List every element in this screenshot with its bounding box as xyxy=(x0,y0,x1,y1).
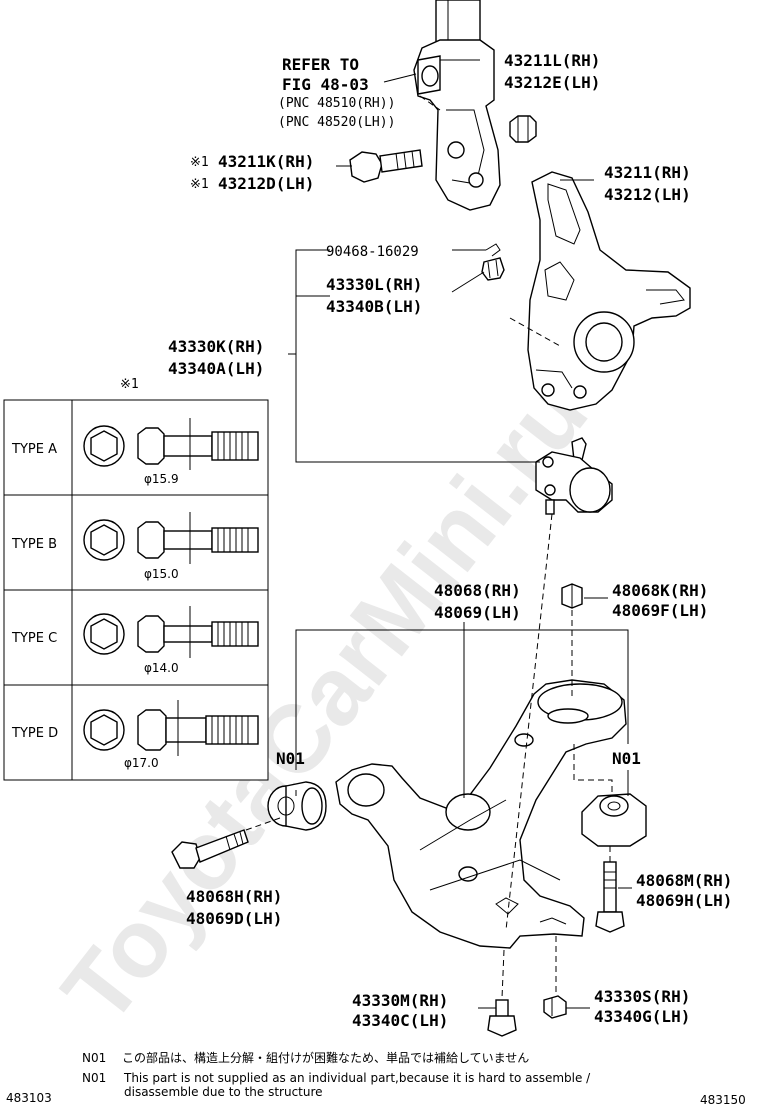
strut-nut xyxy=(509,115,537,143)
table-row: TYPE D φ17.0 xyxy=(11,700,259,770)
type-c-diameter: φ14.0 xyxy=(144,661,179,675)
bolt-top-marker-2: ※1 xyxy=(190,177,209,192)
front-bolt-rh: 48068H(RH) xyxy=(186,887,282,906)
strut-bolt xyxy=(349,149,423,183)
n01-left-label: N01 xyxy=(276,749,305,768)
front-bushing xyxy=(267,781,327,831)
front-bolt-lh: 48069D(LH) xyxy=(186,909,282,928)
bj-nut-rh: 43330S(RH) xyxy=(594,987,690,1006)
callout-labels: REFER TO FIG 48-03 (PNC 48510(RH)) (PNC … xyxy=(168,51,732,1030)
table-row: TYPE B φ15.0 xyxy=(11,512,259,581)
rear-bolt-lh: 48069H(LH) xyxy=(636,891,732,910)
bolt-top-rh: 43211K(RH) xyxy=(218,152,314,171)
strut-pnc-rh: (PNC 48510(RH)) xyxy=(278,96,395,111)
type-c-label: TYPE C xyxy=(11,631,57,646)
type-b-diameter: φ15.0 xyxy=(144,567,179,581)
n01-right-label: N01 xyxy=(612,749,641,768)
ball-joint-lh: 43340A(LH) xyxy=(168,359,264,378)
strut-ref-line2: FIG 48-03 xyxy=(282,75,369,94)
castle-nut-rh: 43330L(RH) xyxy=(326,275,422,294)
type-a-diameter: φ15.9 xyxy=(144,472,179,486)
type-a-label: TYPE A xyxy=(11,442,57,457)
table-marker: ※1 xyxy=(120,377,139,392)
type-b-label: TYPE B xyxy=(11,537,57,552)
ball-joint-rh: 43330K(RH) xyxy=(168,337,264,356)
figure-id-right: 483150 xyxy=(700,1093,746,1107)
rear-bolt xyxy=(595,861,625,933)
bj-nut-lh: 43340G(LH) xyxy=(594,1007,690,1026)
lower-arm xyxy=(335,679,627,949)
type-d-label: TYPE D xyxy=(11,726,58,741)
arm-nut-rh: 48068K(RH) xyxy=(612,581,708,600)
arm-rh: 48068(RH) xyxy=(434,581,521,600)
bolt-top-lh: 43212D(LH) xyxy=(218,174,314,193)
steering-knuckle xyxy=(527,171,691,411)
leader-lines xyxy=(245,73,632,1009)
note-en-code: N01 xyxy=(82,1071,106,1085)
figure-id-left: 483103 xyxy=(6,1091,52,1105)
note-en-text: This part is not supplied as an individu… xyxy=(123,1071,591,1085)
note-jp-code: N01 xyxy=(82,1051,106,1065)
ball-joint-bolt xyxy=(487,999,517,1037)
note-jp-text: この部品は、構造上分解・組付けが困難なため、単品では補給していません xyxy=(122,1050,529,1065)
cotter-pin-label: 90468-16029 xyxy=(326,244,419,260)
bj-bolt-lh: 43340C(LH) xyxy=(352,1011,448,1030)
bolt-type-table: ※1 TYPE A φ15.9 TYPE B φ15. xyxy=(3,377,269,781)
arm-nut xyxy=(561,583,583,609)
nut-top-lh: 43212E(LH) xyxy=(504,73,600,92)
table-row: TYPE C φ14.0 xyxy=(11,606,259,675)
strut-pnc-lh: (PNC 48520(LH)) xyxy=(278,115,395,130)
type-d-diameter: φ17.0 xyxy=(124,756,159,770)
arm-nut-lh: 48069F(LH) xyxy=(612,601,708,620)
front-bolt xyxy=(171,829,249,869)
castle-nut-lh: 43340B(LH) xyxy=(326,297,422,316)
arm-lh: 48069(LH) xyxy=(434,603,521,622)
rear-bushing xyxy=(581,793,647,847)
ball-joint-nut xyxy=(543,995,567,1019)
cotter-pin xyxy=(485,243,501,257)
ball-joint xyxy=(535,437,613,515)
castle-nut xyxy=(481,257,505,281)
nut-top-rh: 43211L(RH) xyxy=(504,51,600,70)
note-en-text-2: disassemble due to the structure xyxy=(124,1085,323,1099)
notes: N01 この部品は、構造上分解・組付けが困難なため、単品では補給していません N… xyxy=(82,1050,591,1099)
table-row: TYPE A φ15.9 xyxy=(11,418,259,486)
bj-bolt-rh: 43330M(RH) xyxy=(352,991,448,1010)
rear-bolt-rh: 48068M(RH) xyxy=(636,871,732,890)
strut-ref-line1: REFER TO xyxy=(282,55,359,74)
bolt-top-marker-1: ※1 xyxy=(190,155,209,170)
knuckle-lh: 43212(LH) xyxy=(604,185,691,204)
strut-assembly xyxy=(413,0,501,211)
knuckle-rh: 43211(RH) xyxy=(604,163,691,182)
